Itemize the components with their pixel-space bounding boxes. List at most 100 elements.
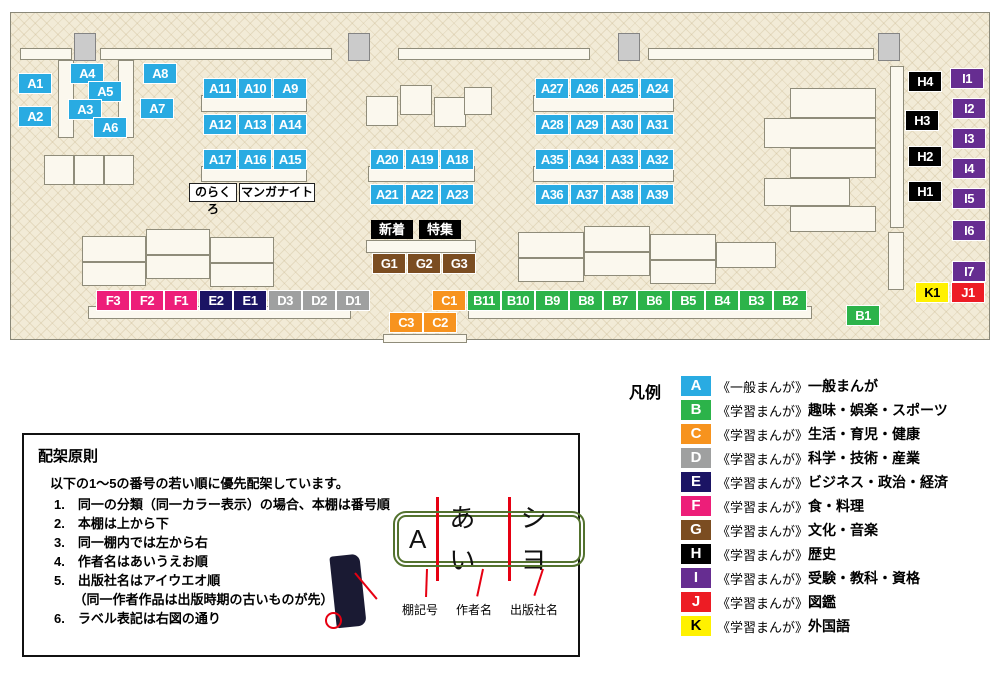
shelf-label-I3: I3 <box>952 128 986 149</box>
wall-pillar <box>348 33 370 61</box>
shelf-label-A38: A38 <box>605 184 639 205</box>
shelf-unit <box>366 96 398 126</box>
shelf-label-A13: A13 <box>238 114 272 135</box>
shelf-unit <box>146 255 210 279</box>
legend-row-C: C《学習まんが》生活・育児・健康 <box>681 424 948 444</box>
shelf-label-I7: I7 <box>952 261 986 282</box>
principles-box: 配架原則 以下の1〜5の番号の若い順に優先配架しています。 1. 同一の分類（同… <box>22 433 585 657</box>
legend-type: 《学習まんが》 <box>717 523 809 539</box>
legend-category: 外国語 <box>808 618 851 634</box>
shelf-label-A32: A32 <box>640 149 674 170</box>
shelf-unit <box>518 258 584 282</box>
shelf-label-H4: H4 <box>908 71 942 92</box>
legend-row-I: I《学習まんが》受験・教科・資格 <box>681 568 948 588</box>
shelf-label-A28: A28 <box>535 114 569 135</box>
shelf-unit <box>146 229 210 255</box>
shelf-label-A21: A21 <box>370 184 404 205</box>
shelf-label-C3: C3 <box>389 312 423 333</box>
legend-type: 《学習まんが》 <box>717 451 809 467</box>
shelf-label-A16: A16 <box>238 149 272 170</box>
shelf-unit <box>82 262 146 286</box>
legend-row-A: A《一般まんが》一般まんが <box>681 376 948 396</box>
shelf-label-A6: A6 <box>93 117 127 138</box>
legend-swatch-H: H <box>681 544 711 564</box>
shelf-label-A1: A1 <box>18 73 52 94</box>
shelf-label-I6: I6 <box>952 220 986 241</box>
legend-swatch-G: G <box>681 520 711 540</box>
wall-pillar <box>878 33 900 61</box>
shelf-label-B1: B1 <box>846 305 880 326</box>
shelf-label-A33: A33 <box>605 149 639 170</box>
principles-title: 配架原則 <box>38 448 99 465</box>
shelf-label-B3: B3 <box>739 290 773 311</box>
legend-category: 歴史 <box>808 546 837 562</box>
legend-type: 《一般まんが》 <box>717 379 809 395</box>
shelf-unit <box>648 48 874 60</box>
legend-row-F: F《学習まんが》食・料理 <box>681 496 948 516</box>
legend-swatch-F: F <box>681 496 711 516</box>
shelf-label-A15: A15 <box>273 149 307 170</box>
shelf-unit <box>764 118 876 148</box>
legend-category: 趣味・娯楽・スポーツ <box>808 402 948 418</box>
legend-row-J: J《学習まんが》図鑑 <box>681 592 948 612</box>
shelf-unit <box>716 242 776 268</box>
legend-swatch-E: E <box>681 472 711 492</box>
shelf-label-B6: B6 <box>637 290 671 311</box>
label-segment: A <box>409 524 427 554</box>
legend-swatch-B: B <box>681 400 711 420</box>
shelf-label-I1: I1 <box>950 68 984 89</box>
shelf-label-A23: A23 <box>440 184 474 205</box>
red-arrow-icon <box>425 568 428 598</box>
legend-type: 《学習まんが》 <box>717 619 809 635</box>
shelf-unit <box>764 178 850 206</box>
shelf-label-A22: A22 <box>405 184 439 205</box>
legend-type: 《学習まんが》 <box>717 403 809 419</box>
legend-row-G: G《学習まんが》文化・音楽 <box>681 520 948 540</box>
shelf-label-I5: I5 <box>952 188 986 209</box>
area-label: マンガナイト <box>239 183 315 202</box>
shelf-label-F2: F2 <box>130 290 164 311</box>
shelf-label-A31: A31 <box>640 114 674 135</box>
shelf-unit <box>584 226 650 252</box>
shelf-label-A12: A12 <box>203 114 237 135</box>
legend-row-K: K《学習まんが》外国語 <box>681 616 948 636</box>
shelf-label-A14: A14 <box>273 114 307 135</box>
shelf-label-A19: A19 <box>405 149 439 170</box>
shelf-label-B5: B5 <box>671 290 705 311</box>
shelf-unit <box>650 260 716 284</box>
shelf-label-B9: B9 <box>535 290 569 311</box>
legend-type: 《学習まんが》 <box>717 547 809 563</box>
shelf-label-A11: A11 <box>203 78 237 99</box>
shelf-label-A8: A8 <box>143 63 177 84</box>
shelf-label-A24: A24 <box>640 78 674 99</box>
principles-item: 5. 出版社名はアイウエオ順 <box>54 573 221 588</box>
legend-swatch-J: J <box>681 592 711 612</box>
principles-item: 4. 作者名はあいうえお順 <box>54 554 208 569</box>
shelf-unit <box>210 237 274 263</box>
shelf-label-B11: B11 <box>467 290 501 311</box>
shelf-unit <box>398 48 590 60</box>
legend-category: ビジネス・政治・経済 <box>808 474 949 490</box>
banner-label: 新着 <box>371 220 413 239</box>
legend-category: 一般まんが <box>808 378 879 394</box>
principles-item: 2. 本棚は上から下 <box>54 516 169 531</box>
wall-pillar <box>74 33 96 61</box>
legend-row-H: H 《学習まんが》歴史 <box>681 544 948 564</box>
shelf-label-F3: F3 <box>96 290 130 311</box>
shelf-label-A37: A37 <box>570 184 604 205</box>
shelf-label-D2: D2 <box>302 290 336 311</box>
area-label: のらくろ <box>189 183 237 216</box>
shelf-unit <box>464 87 492 115</box>
legend-row-D: D《学習まんが》科学・技術・産業 <box>681 448 948 468</box>
shelf-label-J1: J1 <box>951 282 985 303</box>
shelf-label-A39: A39 <box>640 184 674 205</box>
principles-item: 6. ラベル表記は右図の通り <box>54 611 221 626</box>
shelf-label-B8: B8 <box>569 290 603 311</box>
legend-row-B: B 《学習まんが》趣味・娯楽・スポーツ <box>681 400 948 420</box>
shelf-label-G2: G2 <box>407 253 441 274</box>
shelf-label-D1: D1 <box>336 290 370 311</box>
shelf-label-K1: K1 <box>915 282 949 303</box>
shelf-label-A3: A3 <box>68 99 102 120</box>
shelf-unit <box>20 48 72 60</box>
